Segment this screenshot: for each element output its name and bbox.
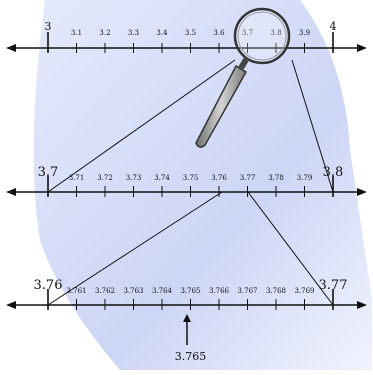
axis-arrow-right (357, 301, 367, 309)
end-label: 4 (330, 20, 337, 33)
tick-label: 3.2 (99, 29, 110, 37)
magnifier-handle (195, 64, 248, 148)
zoom-line-left-upper (47, 59, 236, 193)
tick-label: 3.768 (266, 287, 286, 295)
number-line-bottom: 3.76 3.77 3.761 3.762 3.763 3.764 3.765 3.766 3.… (6, 278, 367, 310)
axis-arrow-right (357, 188, 367, 196)
end-label: 3.76 (34, 278, 63, 293)
tick-label: 3.761 (66, 287, 86, 295)
tick-label: 3.762 (95, 287, 115, 295)
number-line-top: 3 4 3.1 3.2 3.3 3.4 3.5 3.6 3.7 3.8 3.9 (6, 20, 367, 53)
tick-label: 3.72 (97, 174, 113, 182)
magnifier-neck (238, 56, 250, 70)
tick-label: 3.75 (183, 174, 199, 182)
tick-label: 3.3 (128, 29, 139, 37)
tick-label: 3.9 (299, 29, 310, 37)
tick-label: 3.765 (180, 287, 200, 295)
tick-label: 3.7 (242, 29, 253, 37)
tick-label: 3.78 (268, 174, 284, 182)
axis-arrow-left (6, 301, 16, 309)
tick-label: 3.769 (294, 287, 314, 295)
zoom-line-right-lower (247, 191, 334, 306)
tick-label: 3.5 (185, 29, 196, 37)
highlight-value-label: 3.765 (175, 350, 207, 363)
tick-label: 3.76 (211, 174, 227, 182)
axis-arrow-left (6, 44, 16, 52)
axis-arrow-right (357, 44, 367, 52)
tick-label: 3.766 (209, 287, 230, 295)
background-shade (33, 0, 373, 370)
tick-label: 3.73 (126, 174, 142, 182)
magnifier-lens (233, 7, 291, 65)
zoom-line-left-lower (47, 191, 223, 306)
magnifying-glass-icon (195, 7, 291, 148)
end-label: 3.77 (319, 278, 348, 293)
arrow-head (183, 314, 191, 322)
tick-label: 3.77 (240, 174, 256, 182)
magnifier-lens-rim (237, 11, 287, 61)
tick-label: 3.79 (297, 174, 313, 182)
tick-label: 3.767 (237, 287, 257, 295)
up-arrow-icon (183, 314, 191, 345)
zoom-line-right-upper (291, 59, 334, 193)
tick-label: 3.74 (154, 174, 170, 182)
tick-label: 3.1 (71, 29, 82, 37)
tick-label: 3.4 (156, 29, 168, 37)
axis-arrow-left (6, 188, 16, 196)
tick-label: 3.764 (152, 287, 173, 295)
tick-label: 3.8 (270, 29, 281, 37)
tick-label: 3.763 (123, 287, 143, 295)
zoom-connectors (47, 59, 334, 306)
end-label: 3 (45, 20, 52, 33)
end-label: 3.7 (38, 165, 59, 180)
tick-label: 3.6 (213, 29, 225, 37)
tick-label: 3.71 (69, 174, 85, 182)
